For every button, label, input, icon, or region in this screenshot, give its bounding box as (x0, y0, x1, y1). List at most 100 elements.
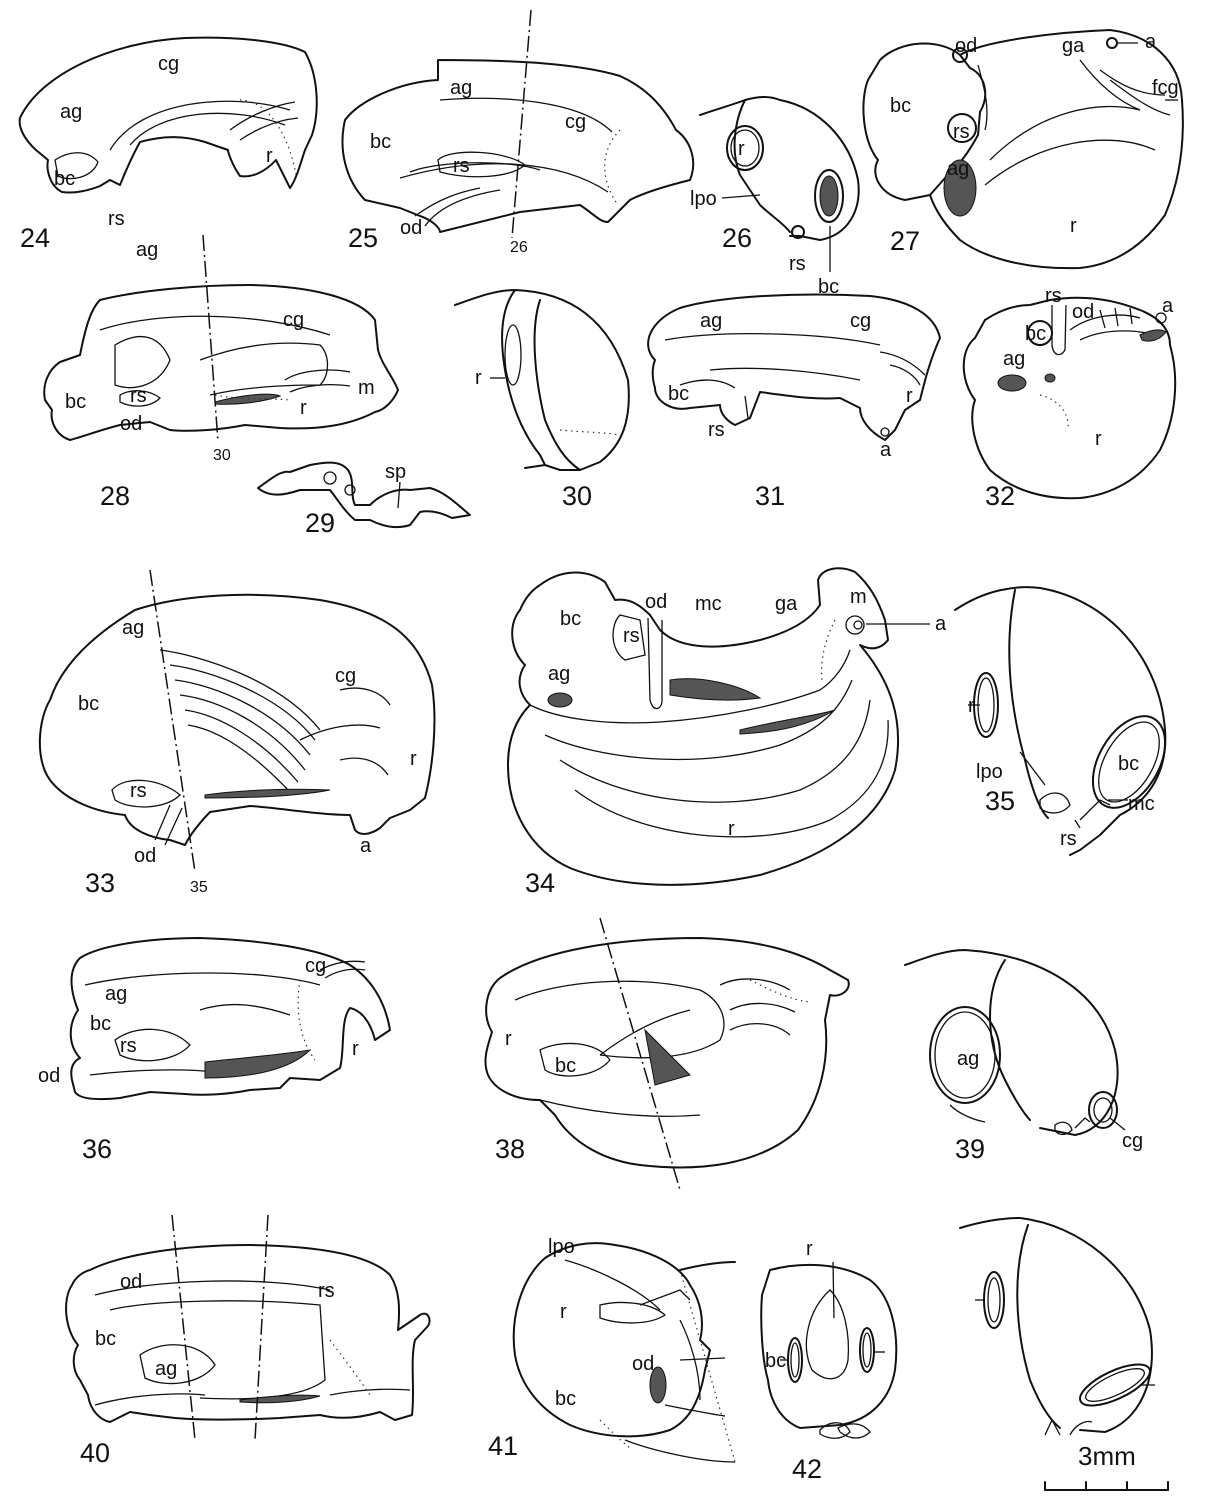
label-cg: cg (335, 665, 356, 687)
label-rs: r (560, 1301, 567, 1323)
figure-25: 26 ag cg bc rs od 25 (342, 10, 693, 256)
figure-number-32: 32 (985, 481, 1015, 511)
label-sp: sp (385, 461, 406, 483)
figure-number-27: 27 (890, 226, 920, 256)
label-r: r (266, 145, 273, 167)
label-bc: bc (555, 1388, 576, 1410)
label-r: r (352, 1038, 359, 1060)
label-a: a (360, 835, 372, 857)
label-bc: bc (370, 131, 391, 153)
figure-27: od ga a fcg bc rs ag r 27 (863, 30, 1182, 268)
label-bc: bc (90, 1013, 111, 1035)
figure-34: bc od mc ga m a rs ag r 34 (508, 568, 947, 898)
label-rs: rs (453, 155, 470, 177)
label-bc: bc (54, 168, 75, 190)
label-lpo: lpo (690, 188, 717, 210)
figure-37: r bc 38 (485, 918, 848, 1190)
label-ag: ag (450, 77, 472, 99)
figure-41: r bc 42 (761, 1238, 896, 1484)
label-mc: mc (695, 593, 722, 615)
figure-number-33: 33 (85, 868, 115, 898)
figure-38: ag cg 39 (905, 950, 1143, 1164)
figure-33: 35 ag cg bc rs od r a 33 (40, 570, 435, 898)
label-ag: ag (122, 617, 144, 639)
label-od: od (1072, 301, 1094, 323)
figure-39: od rs bc ag 40 (66, 1215, 430, 1468)
label-rs: rs (108, 208, 125, 230)
label-od: od (645, 591, 667, 613)
scale-bar: 3mm (1045, 1441, 1168, 1490)
label-ag: ag (60, 101, 82, 123)
section-marker-35: 35 (190, 879, 208, 896)
label-r: r (1070, 215, 1077, 237)
label-r: r (968, 695, 975, 717)
label-rs: rs (708, 419, 725, 441)
label-bc: bc (95, 1328, 116, 1350)
label-a: a (1145, 31, 1157, 53)
label-ga: ga (1062, 35, 1085, 57)
label-rs: rs (789, 253, 806, 275)
label-od: od (134, 845, 156, 867)
label-cg: cg (305, 955, 326, 977)
label-cg: cg (158, 53, 179, 75)
figure-26: r lpo rs bc 26 (690, 97, 859, 298)
label-rs: ag (155, 1358, 177, 1380)
figure-number-35: 35 (985, 786, 1015, 816)
label-fcg: fcg (1152, 77, 1179, 99)
label-rs: bc (555, 1055, 576, 1077)
label-mc: mc (1128, 793, 1155, 815)
figure-number-26: 26 (722, 223, 752, 253)
label-bc: r (505, 1028, 512, 1050)
figure-32: rs od a bc ag r 32 (964, 285, 1175, 511)
label-lpo: r (806, 1238, 813, 1260)
figure-number-25: 25 (348, 223, 378, 253)
label-cg: rs (318, 1280, 335, 1302)
label-m: m (358, 377, 375, 399)
figure-42 (960, 1218, 1155, 1435)
figure-number-30: 30 (562, 481, 592, 511)
label-ag: ag (136, 239, 158, 261)
label-rs: rs (953, 121, 970, 143)
label-r: r (728, 818, 735, 840)
label-bc: bc (890, 95, 911, 117)
figure-40: lpo r bc od 41 (488, 1236, 735, 1462)
figure-number-29: 29 (305, 508, 335, 538)
figure-number-41: 42 (792, 1454, 822, 1484)
label-bc: cg (1122, 1130, 1143, 1152)
label-od: od (955, 35, 977, 57)
figure-24: cg ag bc rs r 24 (20, 38, 317, 253)
figure-number-34: 34 (525, 868, 555, 898)
label-r: r (738, 138, 745, 160)
label-a: a (1162, 295, 1174, 317)
label-bc: bc (78, 693, 99, 715)
figure-number-38: 39 (955, 1134, 985, 1164)
figure-28: 30 ag cg bc rs od r m 28 (44, 235, 398, 511)
figure-number-40: 41 (488, 1431, 518, 1461)
section-marker-26: 26 (510, 239, 528, 256)
label-rs: rs (1060, 828, 1077, 850)
label-od: od (400, 217, 422, 239)
figure-number-28: 28 (100, 481, 130, 511)
figure-31: ag cg bc rs r a 31 (648, 295, 940, 512)
label-bc: bc (668, 383, 689, 405)
label-ag: od (120, 1271, 142, 1293)
label-a: a (935, 613, 947, 635)
label-r: r (475, 367, 482, 389)
label-rs: rs (1045, 285, 1062, 307)
figure-number-24: 24 (20, 223, 50, 253)
label-od: lpo (548, 1236, 575, 1258)
figure-36: ag cg bc rs od r 36 (38, 938, 390, 1164)
section-marker-30: 30 (213, 447, 231, 464)
label-bc: bc (1118, 753, 1139, 775)
label-ag: ag (700, 310, 722, 332)
figure-number-36: 36 (82, 1134, 112, 1164)
label-od: od (120, 413, 142, 435)
figure-30: r 30 (455, 290, 629, 511)
label-r: r (1095, 428, 1102, 450)
figure-number-37: 38 (495, 1134, 525, 1164)
label-bc: bc (560, 608, 581, 630)
figure-35: r bc lpo mc rs 35 (955, 587, 1180, 855)
label-od: od (38, 1065, 60, 1087)
scale-bar-label: 3mm (1078, 1441, 1136, 1471)
